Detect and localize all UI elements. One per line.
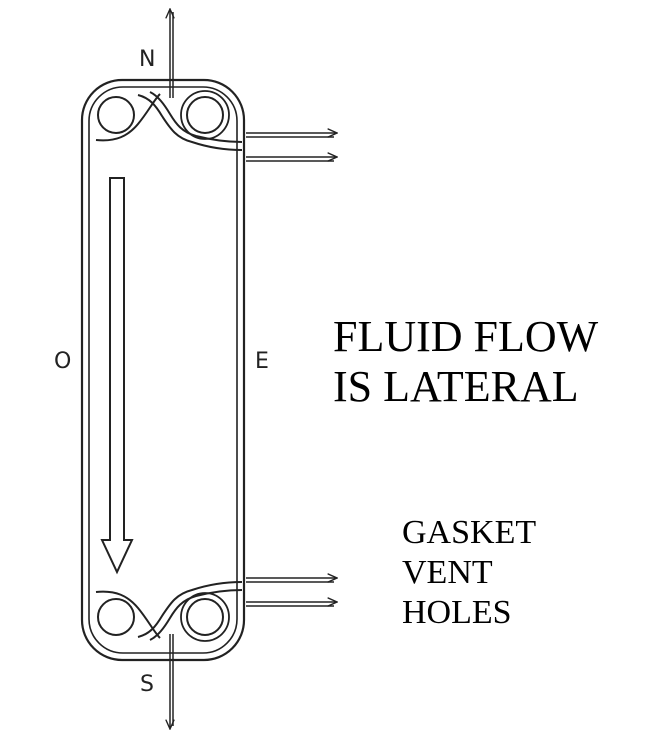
port-bottom-left xyxy=(97,598,135,636)
port-top-left xyxy=(97,96,135,134)
fluid-flow-caption: FLUID FLOW IS LATERAL xyxy=(333,312,598,412)
vent-arrows-bottom xyxy=(246,578,336,606)
vent-caption-line-1: GASKET xyxy=(402,514,537,551)
port-bottom-right xyxy=(186,598,224,636)
port-top-right xyxy=(186,96,224,134)
fluid-flow-caption-line-2: IS LATERAL xyxy=(333,362,579,411)
label-east: E xyxy=(255,349,269,374)
vent-caption-line-2: VENT xyxy=(402,554,493,591)
top-gasket-lines xyxy=(95,91,243,151)
label-west: O xyxy=(54,349,71,374)
plate-outer-outline xyxy=(80,78,246,662)
fluid-flow-caption-line-1: FLUID FLOW xyxy=(333,312,599,361)
vent-arrows-top xyxy=(246,133,336,161)
label-north: N xyxy=(139,47,155,72)
bottom-gasket-lines xyxy=(95,581,243,641)
gasket-vent-holes-caption: GASKET VENT HOLES xyxy=(402,513,536,633)
label-south: S xyxy=(140,672,154,697)
plate-inner-outline xyxy=(88,86,238,654)
flow-direction-arrow xyxy=(100,177,134,575)
vent-caption-line-3: HOLES xyxy=(402,594,512,631)
